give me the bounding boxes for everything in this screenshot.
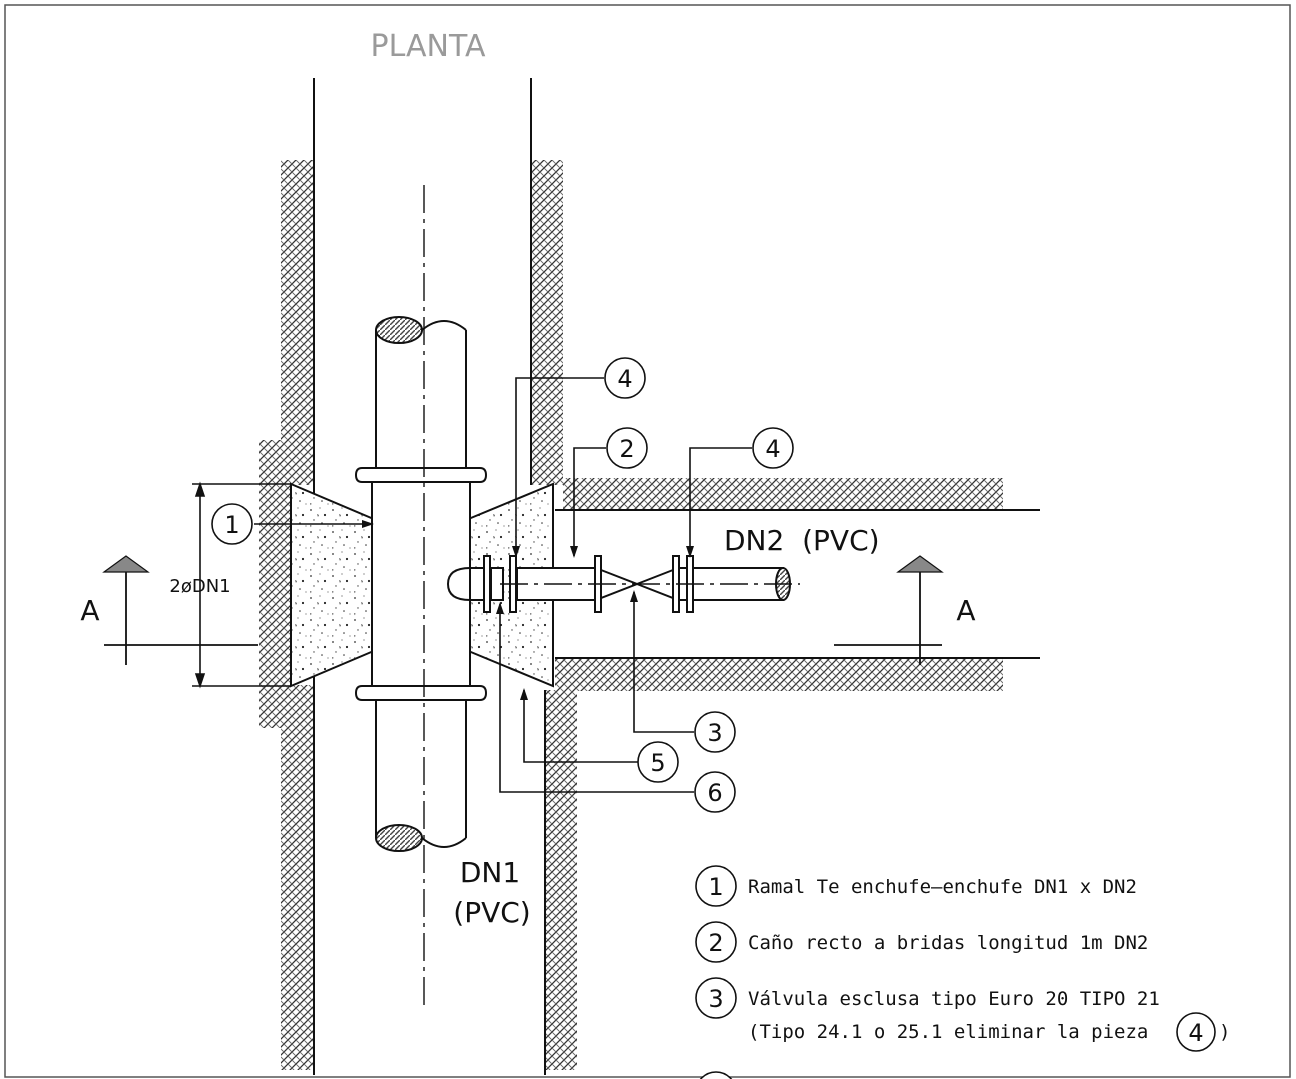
svg-text:2: 2 [619, 435, 634, 463]
legend-text-3-note: (Tipo 24.1 o 25.1 eliminar la pieza [748, 1021, 1148, 1043]
callout-5: 5 [637, 741, 679, 783]
svg-text:1: 1 [224, 511, 239, 539]
main-pipe-material: (PVC) [453, 896, 530, 929]
legend-note-ref: 4 [1188, 1019, 1203, 1047]
callout-1: 1 [211, 503, 253, 545]
callout-4-right: 4 [752, 427, 794, 469]
svg-text:1: 1 [708, 873, 723, 901]
main-pipe-dn1 [354, 185, 488, 1010]
drawing-border [4, 4, 1291, 1078]
section-mark-left: A [80, 555, 258, 665]
leader-arrowheads [362, 520, 694, 700]
legend-text-1: Ramal Te enchufe—enchufe DN1 x DN2 [748, 876, 1137, 898]
svg-text:6: 6 [707, 779, 722, 807]
view-title: PLANTA [371, 29, 486, 64]
dimension-2odn1 [192, 481, 290, 689]
main-pipe-label: DN1 [460, 856, 520, 889]
leader-lines [254, 377, 752, 793]
callout-6: 6 [694, 771, 736, 813]
legend-item-4-partial [699, 1071, 733, 1079]
legend-note-close: ) [1219, 1021, 1230, 1043]
legend-item-2: 2 Caño recto a bridas longitud 1m DN2 [695, 921, 1148, 963]
branch-pipe-label: DN2 (PVC) [724, 524, 880, 557]
svg-text:2: 2 [708, 929, 723, 957]
svg-text:3: 3 [708, 985, 723, 1013]
callout-2: 2 [606, 427, 648, 469]
callout-4-top: 4 [604, 357, 646, 399]
legend-item-1: 1 Ramal Te enchufe—enchufe DN1 x DN2 [695, 865, 1137, 907]
legend-text-3: Válvula esclusa tipo Euro 20 TIPO 21 [748, 988, 1160, 1010]
legend-text-2: Caño recto a bridas longitud 1m DN2 [748, 932, 1148, 954]
walls [259, 160, 1003, 1070]
svg-text:4: 4 [765, 435, 780, 463]
svg-text:5: 5 [650, 749, 665, 777]
dimension-label: 2øDN1 [169, 576, 230, 597]
branch-pipe-dn2 [446, 555, 800, 613]
section-mark-right: A [834, 555, 976, 665]
legend-item-3: 3 Válvula esclusa tipo Euro 20 TIPO 21 (… [695, 977, 1230, 1052]
section-label-left: A [80, 594, 99, 627]
svg-text:3: 3 [707, 719, 722, 747]
callout-3: 3 [694, 711, 736, 753]
svg-text:4: 4 [617, 365, 632, 393]
legend: 1 Ramal Te enchufe—enchufe DN1 x DN2 2 C… [695, 865, 1230, 1079]
section-label-right: A [956, 594, 975, 627]
